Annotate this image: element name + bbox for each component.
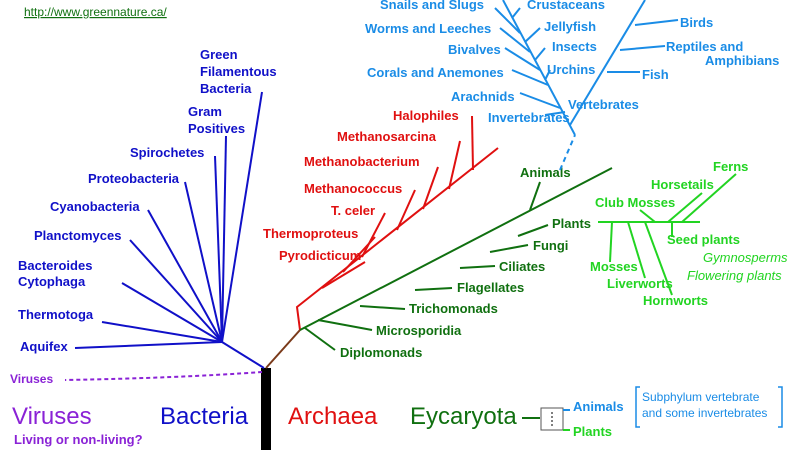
label-insects: Insects (552, 39, 597, 54)
label-green: Green (200, 47, 238, 62)
label-plants-main: Plants (552, 216, 591, 231)
eucarya-archaea-stem (265, 329, 301, 369)
label-positives: Positives (188, 121, 245, 136)
label-pyrodicticum: Pyrodicticum (279, 248, 361, 263)
label-t-celer: T. celer (331, 203, 375, 218)
archaea-branches (295, 115, 499, 331)
viruses-branch-label: Viruses (10, 372, 53, 386)
label-planctomyces: Planctomyces (34, 228, 121, 243)
eucarya-branches (299, 167, 613, 351)
label-green-bacteria: Bacteria (200, 81, 252, 96)
label-methanosarcina: Methanosarcina (337, 129, 437, 144)
root-trunk (261, 368, 271, 450)
label-horsetails: Horsetails (651, 177, 714, 192)
legend: Animals Plants Subphylum vertebrate and … (522, 386, 783, 439)
label-thermotoga: Thermotoga (18, 307, 94, 322)
legend-note-line1: Subphylum vertebrate (642, 390, 760, 404)
label-trichomonads: Trichomonads (409, 301, 498, 316)
label-hornworts: Hornworts (643, 293, 708, 308)
label-cytophaga: Cytophaga (18, 274, 86, 289)
source-url[interactable]: http://www.greennature.ca/ (24, 5, 167, 19)
legend-animals: Animals (573, 399, 624, 414)
label-arachnids: Arachnids (451, 89, 515, 104)
label-amphibians: Amphibians (705, 53, 779, 68)
viruses-question: Living or non-living? (14, 432, 143, 447)
domain-bacteria: Bacteria (160, 403, 249, 430)
label-snails-and-slugs: Snails and Slugs (380, 0, 484, 12)
label-urchins: Urchins (547, 62, 595, 77)
label-liverworts: Liverworts (607, 276, 673, 291)
legend-note-line2: and some invertebrates (642, 406, 767, 420)
label-fish: Fish (642, 67, 669, 82)
animals-branches (494, 0, 679, 136)
animals-dashed-link (559, 134, 576, 171)
label-ciliates: Ciliates (499, 259, 545, 274)
label-crustaceans: Crustaceans (527, 0, 605, 12)
label-thermoproteus: Thermoproteus (263, 226, 358, 241)
label-bivalves: Bivalves (448, 42, 501, 57)
label-gymnosperms: Gymnosperms (703, 250, 788, 265)
label-ferns: Ferns (713, 159, 748, 174)
legend-bracket-box (540, 407, 564, 431)
label-cyanobacteria: Cyanobacteria (50, 199, 140, 214)
label-methanobacterium: Methanobacterium (304, 154, 420, 169)
label-aquifex: Aquifex (20, 339, 68, 354)
label-filamentous: Filamentous (200, 64, 277, 79)
label-gram: Gram (188, 104, 222, 119)
label-corals-and-anemones: Corals and Anemones (367, 65, 504, 80)
domain-viruses: Viruses (12, 403, 92, 430)
label-seed-plants: Seed plants (667, 232, 740, 247)
label-diplomonads: Diplomonads (340, 345, 422, 360)
bacteria-branches (74, 91, 265, 369)
label-halophiles: Halophiles (393, 108, 459, 123)
label-invertebrates: Invertebrates (488, 110, 570, 125)
legend-plants: Plants (573, 424, 612, 439)
label-fungi: Fungi (533, 238, 568, 253)
label-reptiles-and: Reptiles and (666, 39, 743, 54)
label-proteobacteria: Proteobacteria (88, 171, 180, 186)
label-methanococcus: Methanococcus (304, 181, 402, 196)
domain-archaea: Archaea (288, 403, 378, 430)
domain-eucarya: Eycaryota (410, 403, 517, 430)
label-worms-and-leeches: Worms and Leeches (365, 21, 491, 36)
label-club-mosses: Club Mosses (595, 195, 675, 210)
label-birds: Birds (680, 15, 713, 30)
label-flowering-plants: Flowering plants (687, 268, 782, 283)
label-mosses: Mosses (590, 259, 638, 274)
label-animals-main: Animals (520, 165, 571, 180)
label-vertebrates: Vertebrates (568, 97, 639, 112)
label-spirochetes: Spirochetes (130, 145, 204, 160)
plants-branches (598, 173, 737, 296)
label-microsporidia: Microsporidia (376, 323, 462, 338)
label-jellyfish: Jellyfish (544, 19, 596, 34)
label-bacteroides: Bacteroides (18, 258, 92, 273)
viruses-dashed-link (64, 371, 263, 381)
label-flagellates: Flagellates (457, 280, 524, 295)
